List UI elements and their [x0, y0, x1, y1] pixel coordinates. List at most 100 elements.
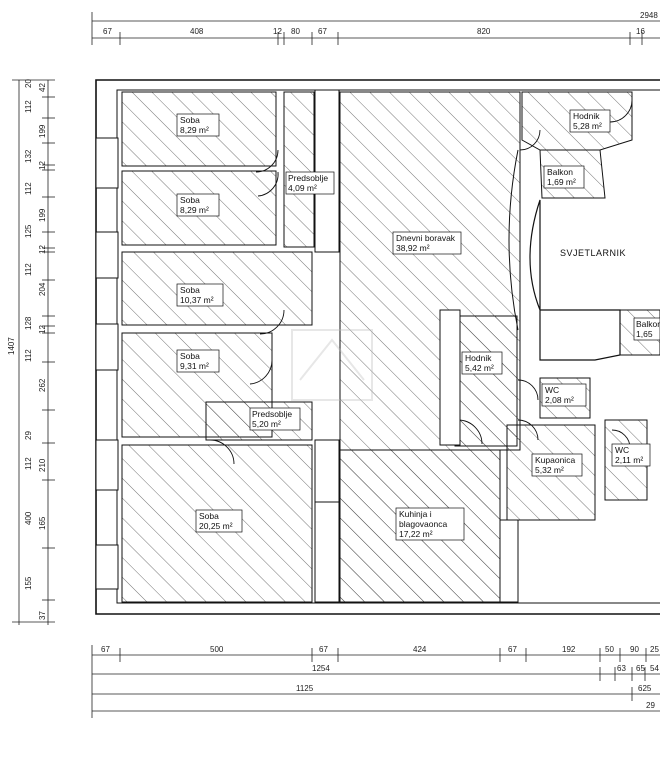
dim-bottom-3: 67	[319, 645, 328, 654]
dim-bottom-4: 424	[413, 645, 427, 654]
label-predsoblje-1-area: 4,09 m²	[288, 183, 317, 193]
label-box-soba-1	[176, 113, 220, 137]
dim-left-5: 132	[24, 149, 33, 163]
label-box-predsoblje-1	[285, 171, 335, 195]
dim-bottom-row2-3: 65	[636, 664, 645, 673]
dim-bottom-row4-1: 29	[646, 701, 655, 710]
label-box-predsoblje-2	[249, 407, 301, 431]
dim-left-14: 12	[38, 325, 47, 334]
label-dnevni-name: Dnevni boravak	[396, 233, 456, 243]
label-box-hodnik-mid	[461, 351, 503, 375]
dim-left-12: 204	[38, 282, 47, 296]
dim-left-16: 262	[38, 378, 47, 392]
dim-bottom-9: 25	[650, 645, 659, 654]
dim-bottom-row2-4: 54	[650, 664, 659, 673]
label-hodnik-mid-area: 5,42 m²	[465, 363, 494, 373]
left-dim-labels: 1407 42 20 112 199 132 12 112 199 125 12…	[7, 79, 47, 620]
room-labels: Soba 8,29 m² Soba 8,29 m² Soba 10,37 m² …	[176, 109, 660, 541]
dim-left-4: 199	[38, 124, 47, 138]
dim-bottom-1: 67	[101, 645, 110, 654]
top-dimensions	[91, 12, 660, 45]
label-predsoblje-2-area: 5,20 m²	[252, 419, 281, 429]
label-box-soba-4	[176, 349, 220, 373]
label-soba-3-area: 10,37 m²	[180, 295, 214, 305]
interior-walls	[314, 89, 519, 603]
dim-bottom-row2-1: 1254	[312, 664, 330, 673]
label-soba-5-area: 20,25 m²	[199, 521, 233, 531]
label-soba-2-name: Soba	[180, 195, 200, 205]
dim-top-6: 820	[477, 27, 491, 36]
label-box-kuhinja	[395, 507, 465, 541]
dim-top-4: 80	[291, 27, 300, 36]
watermark-logo	[291, 329, 373, 401]
dim-top-1: 67	[103, 27, 112, 36]
dim-bottom-6: 192	[562, 645, 576, 654]
dim-top-total: 2948	[640, 11, 658, 20]
dim-bottom-row2-2: 63	[617, 664, 626, 673]
dim-top-2: 408	[190, 27, 204, 36]
dim-top-5: 67	[318, 27, 327, 36]
dim-left-11: 112	[24, 263, 33, 276]
dim-bottom-row3-1: 1125	[296, 684, 314, 693]
label-balkon-right-name: Balkon	[636, 319, 660, 329]
label-wc-2-name: WC	[615, 445, 629, 455]
lightwell-window-column	[508, 149, 519, 331]
label-predsoblje-1-name: Predsoblje	[288, 173, 328, 183]
label-wc-2-area: 2,11 m²	[615, 455, 643, 465]
dim-top-7: 16	[636, 27, 645, 36]
label-box-balkon-top	[543, 165, 585, 189]
dim-bottom-row3-2: 625	[638, 684, 652, 693]
dim-left-10: 12	[38, 245, 47, 254]
dim-top-3: 12	[273, 27, 282, 36]
dim-left-1: 42	[38, 83, 47, 92]
left-dimensions	[12, 79, 55, 625]
dim-left-7: 112	[24, 182, 33, 195]
label-svjetlarnik: SVJETLARNIK	[560, 248, 626, 258]
dim-left-20: 400	[24, 511, 33, 525]
label-balkon-top-area: 1,69 m²	[547, 177, 576, 187]
dim-bottom-8: 90	[630, 645, 639, 654]
label-soba-5-name: Soba	[199, 511, 219, 521]
dim-left-total: 1407	[7, 337, 16, 355]
dim-left-3: 112	[24, 100, 33, 113]
dim-left-22: 155	[24, 576, 33, 590]
label-kuhinja-area: 17,22 m²	[399, 529, 433, 539]
label-kupaonica-area: 5,32 m²	[535, 465, 564, 475]
label-box-kupaonica	[531, 453, 583, 477]
label-box-hodnik-top	[569, 109, 611, 133]
label-hodnik-top-area: 5,28 m²	[573, 121, 602, 131]
label-box-soba-5	[195, 509, 243, 533]
label-box-soba-2	[176, 193, 220, 217]
dim-bottom-2: 500	[210, 645, 224, 654]
label-soba-4-area: 9,31 m²	[180, 361, 209, 371]
room-predsoblje-1	[283, 91, 315, 248]
label-predsoblje-2-name: Predsoblje	[252, 409, 292, 419]
label-hodnik-top-name: Hodnik	[573, 111, 600, 121]
label-balkon-right-area: 1,65	[636, 329, 653, 339]
label-box-dnevni	[392, 231, 462, 255]
label-kupaonica-name: Kupaonica	[535, 455, 575, 465]
label-kuhinja-name: Kuhinja i	[399, 509, 432, 519]
dim-left-21: 165	[38, 516, 47, 530]
label-box-wc-2	[611, 443, 651, 467]
label-soba-3-name: Soba	[180, 285, 200, 295]
label-soba-2-area: 8,29 m²	[180, 205, 209, 215]
dim-left-19: 112	[24, 457, 33, 470]
dim-left-9: 125	[24, 224, 33, 238]
label-soba-1-area: 8,29 m²	[180, 125, 209, 135]
dim-left-6: 12	[38, 161, 47, 170]
dim-left-18: 210	[38, 458, 47, 472]
label-soba-4-name: Soba	[180, 351, 200, 361]
label-soba-1-name: Soba	[180, 115, 200, 125]
label-hodnik-mid-name: Hodnik	[465, 353, 492, 363]
label-kuhinja-name2: blagovaonca	[399, 519, 447, 529]
lightwell	[529, 199, 621, 361]
label-box-balkon-right	[633, 317, 660, 341]
bottom-dimensions	[91, 645, 660, 718]
label-box-soba-3	[176, 283, 224, 307]
dim-left-17: 29	[24, 431, 33, 440]
label-balkon-top-name: Balkon	[547, 167, 573, 177]
dim-left-2: 20	[24, 79, 33, 88]
dim-left-13: 128	[24, 316, 33, 330]
